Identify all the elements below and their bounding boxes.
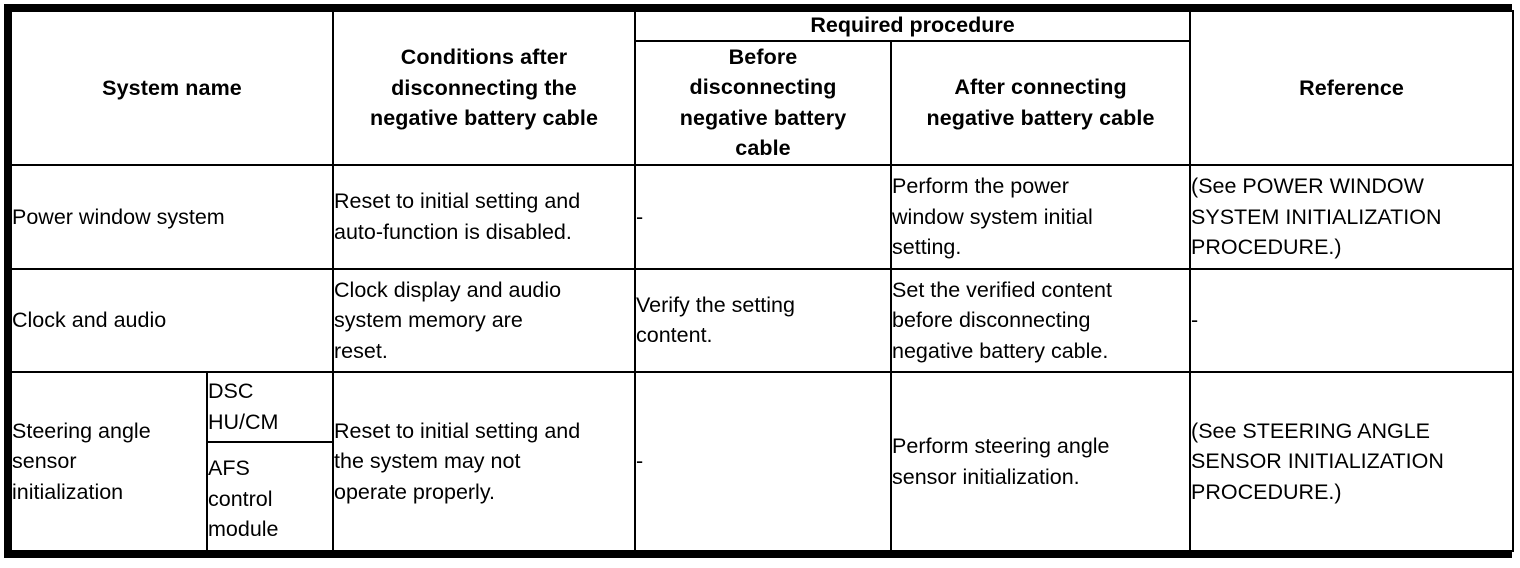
table-header: System name Conditions after disconnecti… [9,10,1515,167]
cell-before-disconnecting: - [634,164,893,270]
cell-before-disconnecting-text: - [636,204,644,229]
cell-before-disconnecting-text: Verify the setting content. [636,292,795,348]
cell-reference-text: (See STEERING ANGLE SENSOR INITIALIZATIO… [1191,418,1444,504]
table-row: Clock and audio Clock display and audio … [9,267,1515,374]
cell-conditions: Reset to initial setting and the system … [332,371,637,552]
cell-conditions-text: Reset to initial setting and auto-functi… [334,189,581,244]
table-row: Power window system Reset to initial set… [9,164,1515,270]
header-system-name: System name [9,10,335,166]
cell-before-disconnecting: - [634,371,893,552]
cell-system-name: Steering angle sensor initialization [10,371,208,552]
cell-before-disconnecting: Verify the setting content. [634,267,893,374]
header-before-disconnecting-text: Before disconnecting negative battery ca… [679,44,847,161]
cell-system-name: Power window system [9,164,335,270]
cell-after-connecting-text: Perform steering angle sensor initializa… [892,434,1110,489]
header-reference: Reference [1189,10,1515,166]
table-row: AFS control module [11,440,1513,553]
header-required-procedure-text: Required procedure [810,13,1015,37]
cell-after-connecting: Perform steering angle sensor initializa… [890,371,1192,552]
cell-conditions-text: Reset to initial setting and the system … [334,418,581,504]
header-row-2: Before disconnecting negative battery ca… [11,39,1513,167]
header-after-connecting: After connecting negative battery cable [890,39,1192,167]
header-conditions-text: Conditions after disconnecting the negat… [369,45,599,131]
header-row-1: System name Conditions after disconnecti… [9,10,1515,166]
cell-after-connecting: Perform the power window system initial … [890,164,1192,270]
header-reference-text: Reference [1299,75,1404,100]
spec-table-container: System name Conditions after disconnecti… [4,4,1515,558]
header-system-name-text: System name [102,75,242,100]
cell-before-disconnecting-text: - [636,449,644,474]
cell-system-name-text: Steering angle sensor initialization [12,418,151,504]
cell-sub-system-afs-text: AFS control module [208,456,279,542]
cell-reference-text: - [1191,308,1199,333]
cell-after-connecting: Set the verified content before disconne… [890,267,1192,374]
cell-reference: (See STEERING ANGLE SENSOR INITIALIZATIO… [1189,371,1515,552]
header-before-disconnecting: Before disconnecting negative battery ca… [634,39,893,167]
cell-conditions-text: Clock display and audio system memory ar… [334,277,562,363]
battery-disconnect-spec-table: System name Conditions after disconnecti… [9,10,1515,553]
cell-reference: - [1189,267,1515,374]
cell-system-name-text: Clock and audio [12,308,167,333]
cell-sub-system-dsc: DSC HU/CM [205,371,335,443]
table-row: Steering angle sensor initialization DSC… [10,371,1515,552]
cell-reference: (See POWER WINDOW SYSTEM INITIALIZATION … [1189,164,1515,270]
cell-system-name: Clock and audio [9,267,335,374]
cell-conditions: Clock display and audio system memory ar… [332,267,637,374]
header-required-procedure: Required procedure [634,10,1192,42]
header-conditions: Conditions after disconnecting the negat… [332,10,637,166]
table-body: Power window system Reset to initial set… [9,164,1515,553]
cell-sub-system-dsc-text: DSC HU/CM [208,379,279,434]
cell-system-name-text: Power window system [12,204,225,229]
cell-sub-system-afs: AFS control module [205,440,335,553]
cell-reference-text: (See POWER WINDOW SYSTEM INITIALIZATION … [1191,174,1442,260]
header-after-connecting-text: After connecting negative battery cable [926,75,1155,130]
cell-after-connecting-text: Perform the power window system initial … [892,174,1093,260]
cell-conditions: Reset to initial setting and auto-functi… [332,164,637,270]
cell-after-connecting-text: Set the verified content before disconne… [892,277,1112,363]
